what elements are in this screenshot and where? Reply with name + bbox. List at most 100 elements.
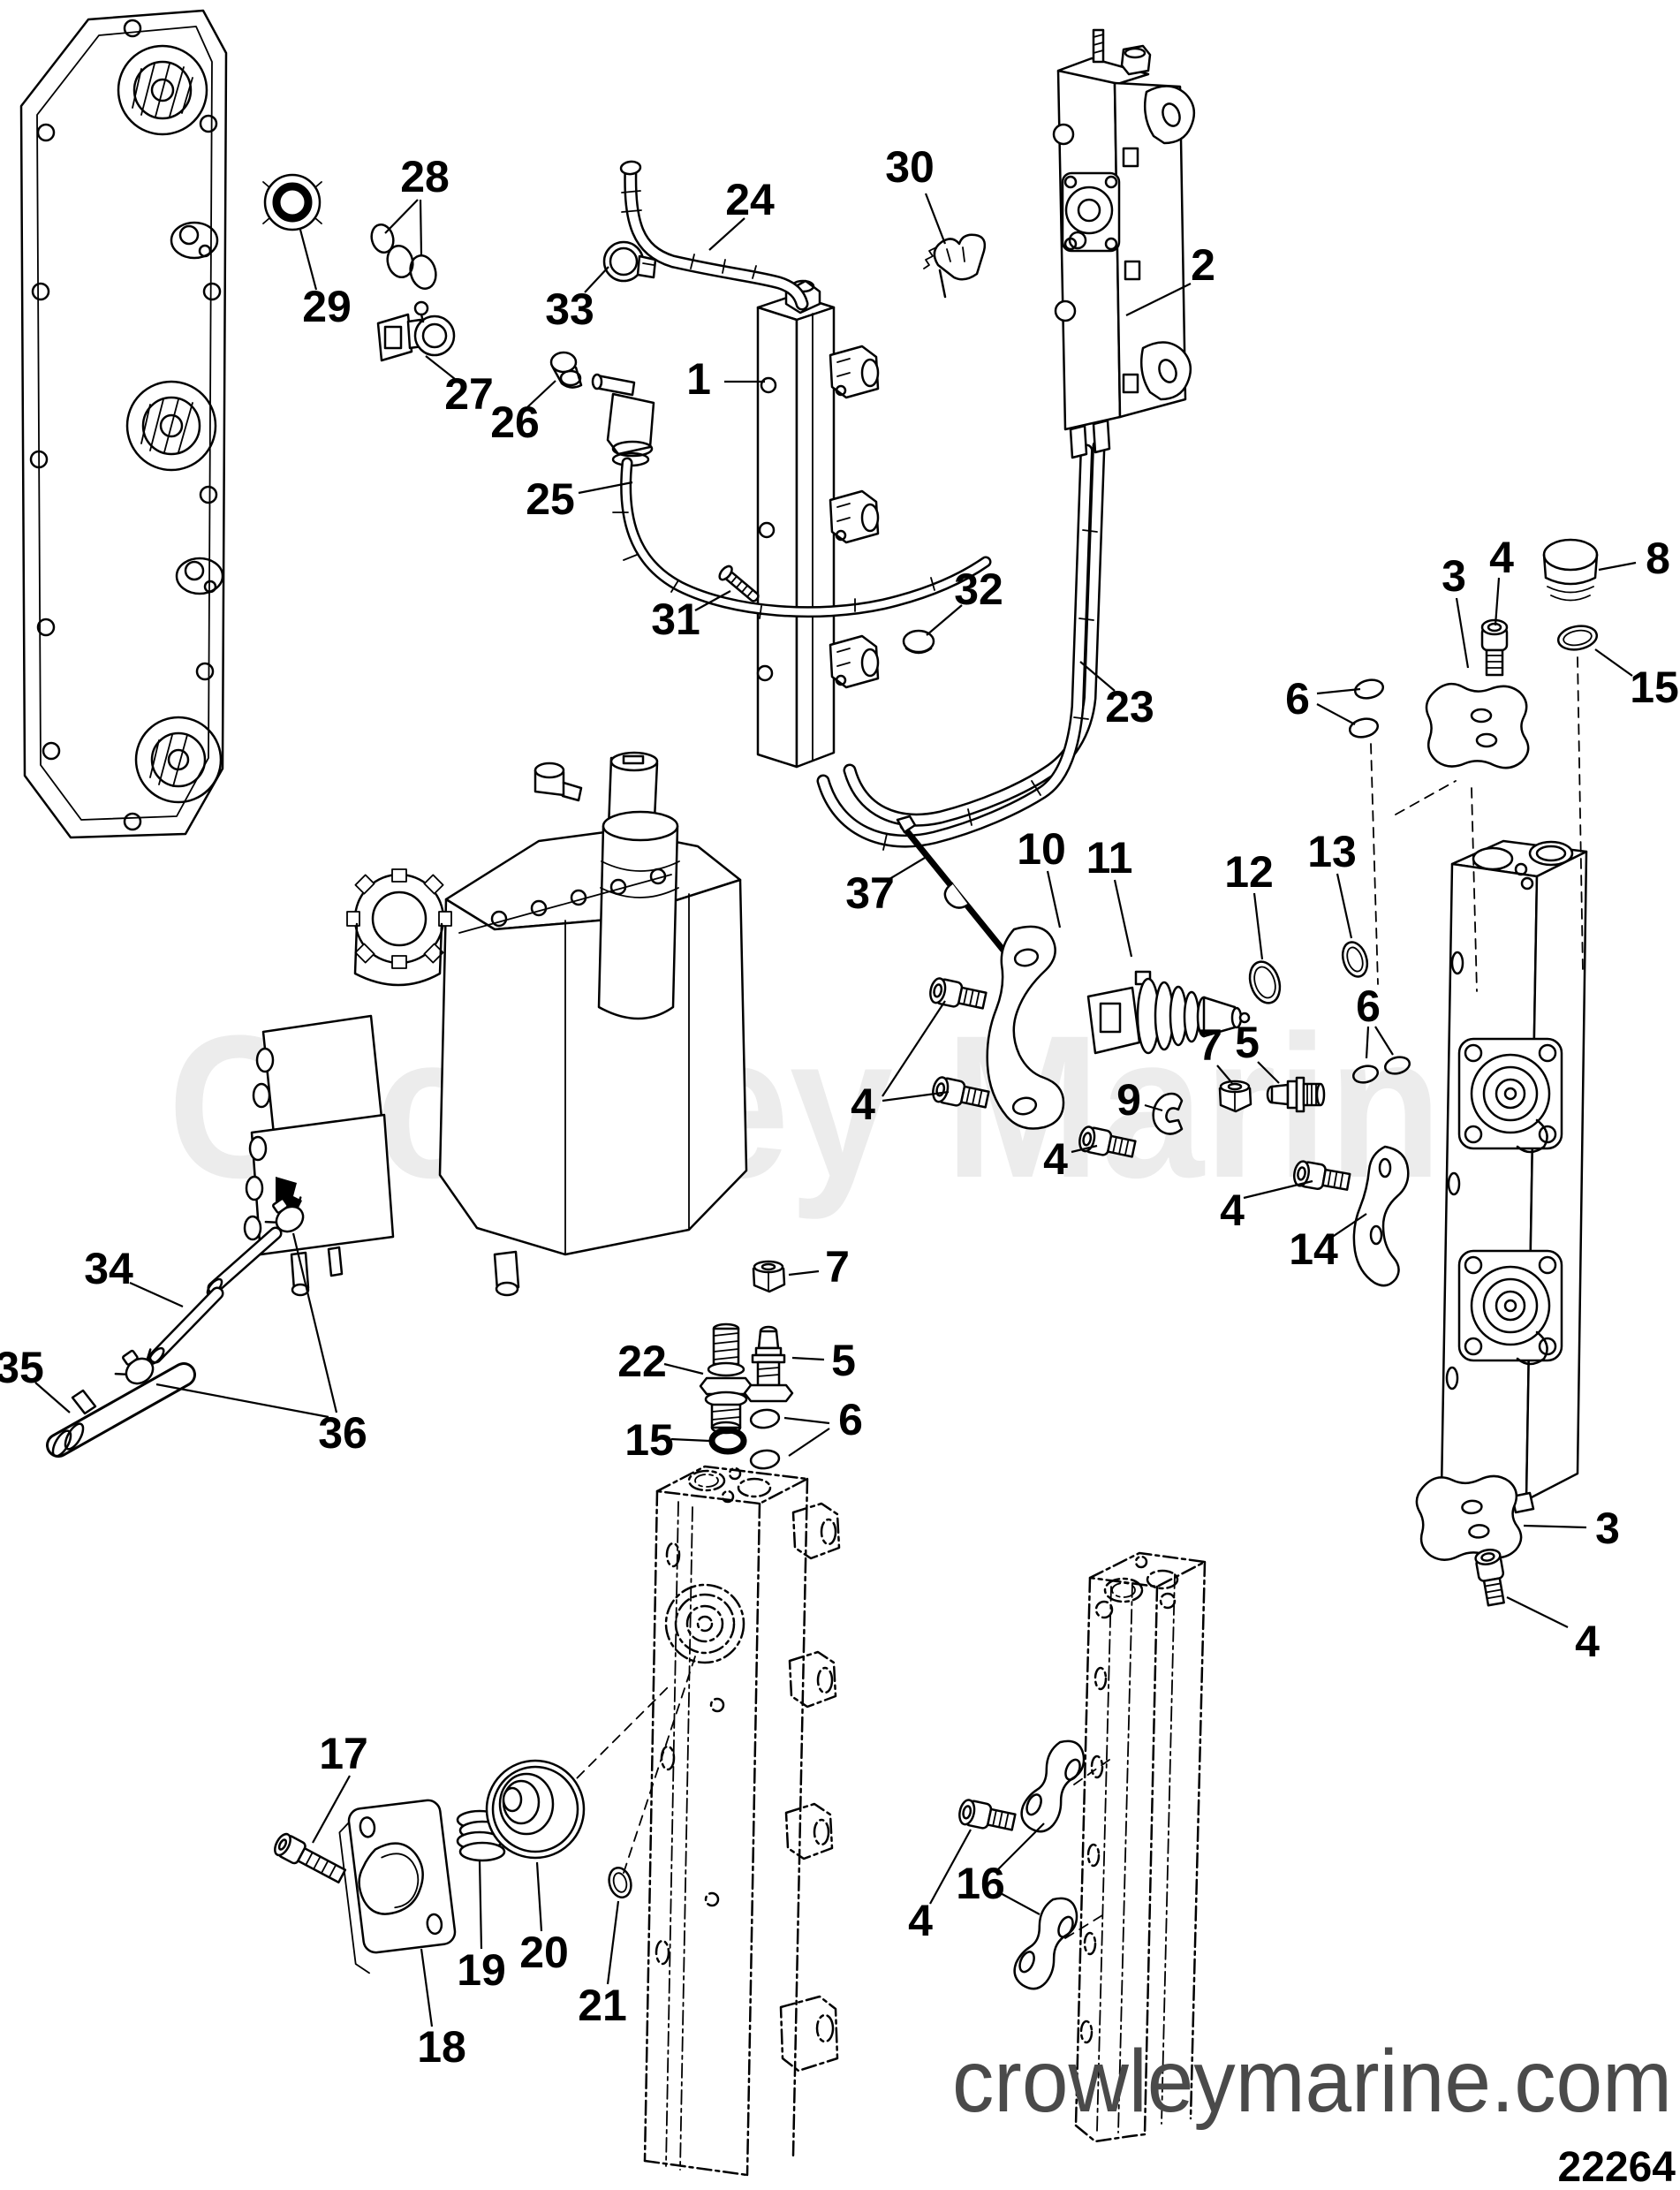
leader-line xyxy=(425,355,456,380)
bracket-3-drawing xyxy=(1415,1474,1523,1561)
leader-line xyxy=(526,380,556,408)
fuel-hose-25-drawing xyxy=(591,373,992,619)
pressure-regulator xyxy=(1457,1037,1563,1154)
clip-30-drawing xyxy=(923,233,987,299)
fuel-rail-2-drawing xyxy=(1052,28,1196,459)
port-fuel-rail-phantom-drawing xyxy=(643,1465,841,2177)
website-text: crowleymarine.com xyxy=(952,2032,1672,2131)
part-number-label: 23 xyxy=(1105,682,1154,731)
injector-cup xyxy=(829,634,880,689)
head-bore xyxy=(125,380,217,472)
leader-line xyxy=(419,199,423,256)
leader-line xyxy=(1079,661,1116,692)
leader-line xyxy=(1594,648,1633,677)
bolt-4-drawing xyxy=(1480,618,1509,677)
retainer-29-drawing xyxy=(262,173,322,231)
sensor-27-drawing xyxy=(376,300,456,362)
plug-32-drawing xyxy=(902,629,935,655)
fuel-tube-23-drawing xyxy=(816,439,1106,851)
leader-line xyxy=(384,199,419,234)
part-number-label: 3 xyxy=(1442,551,1466,601)
part-number-label: 36 xyxy=(318,1408,367,1458)
part-number-label: 17 xyxy=(319,1729,368,1778)
part-number-label: 7 xyxy=(1198,1020,1222,1070)
leader-line xyxy=(291,1232,338,1413)
o-ring-6-drawing xyxy=(749,1449,781,1470)
o-ring-12-drawing xyxy=(1248,960,1282,1004)
part-number-label: 4 xyxy=(1220,1186,1245,1235)
retainer-16-drawing xyxy=(1018,1735,1087,1837)
o-rings-28-drawing xyxy=(370,223,437,290)
part-number-label: 15 xyxy=(1630,663,1679,712)
part-number-label: 33 xyxy=(545,284,594,334)
cover-18-drawing xyxy=(338,1799,457,1974)
leader-line xyxy=(1316,687,1361,695)
leader-line xyxy=(1113,879,1133,958)
clip-14-drawing xyxy=(1352,1145,1410,1287)
part-number-label: 3 xyxy=(1595,1504,1620,1553)
leader-line xyxy=(606,1900,620,1985)
bracket-10-drawing xyxy=(986,925,1065,1130)
bushing-26-drawing xyxy=(549,351,583,389)
leader-line xyxy=(1336,873,1353,939)
leader-line xyxy=(155,1383,329,1419)
part-number-label: 9 xyxy=(1116,1075,1141,1125)
o-ring-6-drawing xyxy=(1353,678,1385,700)
part-number-label: 4 xyxy=(1043,1134,1068,1184)
bolt-17-drawing xyxy=(274,1832,347,1884)
leader-line xyxy=(996,1822,1045,1871)
part-number-label: 1 xyxy=(686,354,711,404)
part-number-label: 10 xyxy=(1017,824,1066,874)
valve-5-drawing xyxy=(1266,1076,1326,1113)
leader-line xyxy=(584,266,609,293)
part-number-label: 12 xyxy=(1224,847,1274,897)
part-number-label: 19 xyxy=(457,1945,506,1995)
part-number-label: 6 xyxy=(838,1395,863,1444)
injector-cup xyxy=(829,489,880,544)
part-number-label: 8 xyxy=(1646,534,1670,583)
part-number-label: 2 xyxy=(1191,240,1215,290)
leader-line xyxy=(791,1356,825,1361)
leader-line xyxy=(478,1860,483,1950)
fuel-rail-1-drawing xyxy=(756,279,880,769)
cap-7-drawing xyxy=(1218,1080,1252,1113)
assembly-guide-lines xyxy=(1370,656,1584,992)
leader-line xyxy=(663,1362,704,1375)
leader-line xyxy=(1125,283,1192,316)
leader-line xyxy=(708,217,745,251)
part-number-label: 29 xyxy=(302,282,352,331)
sensor-22-drawing xyxy=(699,1322,753,1435)
part-number-label: 35 xyxy=(0,1343,44,1392)
leader-line xyxy=(926,604,963,636)
part-number-label: 31 xyxy=(651,595,700,644)
cylinder-head-drawing xyxy=(19,9,228,839)
leader-line xyxy=(299,229,318,291)
fuel-hose-24-drawing xyxy=(619,160,809,311)
part-number-label: 30 xyxy=(885,142,935,192)
clamp-33-drawing xyxy=(602,240,657,283)
leader-line xyxy=(1330,1213,1367,1239)
part-number-label: 20 xyxy=(519,1928,569,1977)
phantom-rail-drawing xyxy=(1074,1551,1207,2143)
part-number-label: 15 xyxy=(624,1415,674,1465)
leader-line xyxy=(1216,1065,1233,1084)
part-number-label: 34 xyxy=(84,1244,133,1293)
leader-line xyxy=(1455,597,1470,669)
o-ring-13-drawing xyxy=(1341,941,1369,978)
o-ring-15-drawing xyxy=(708,1427,747,1455)
leader-line xyxy=(882,1000,946,1097)
diagram-number: 22264 xyxy=(1558,2144,1676,2190)
part-number-label: 26 xyxy=(490,398,540,447)
fuel-tube-35-drawing xyxy=(46,1362,196,1458)
o-ring-15-drawing xyxy=(1556,625,1599,651)
leader-line xyxy=(578,481,633,495)
leader-line xyxy=(535,1861,543,1932)
leader-line xyxy=(670,1437,710,1443)
leader-line xyxy=(1252,892,1264,960)
part-number-label: 14 xyxy=(1289,1224,1338,1274)
part-number-label: 27 xyxy=(444,369,494,419)
leader-line xyxy=(996,1891,1041,1915)
leader-line xyxy=(1071,1144,1098,1154)
